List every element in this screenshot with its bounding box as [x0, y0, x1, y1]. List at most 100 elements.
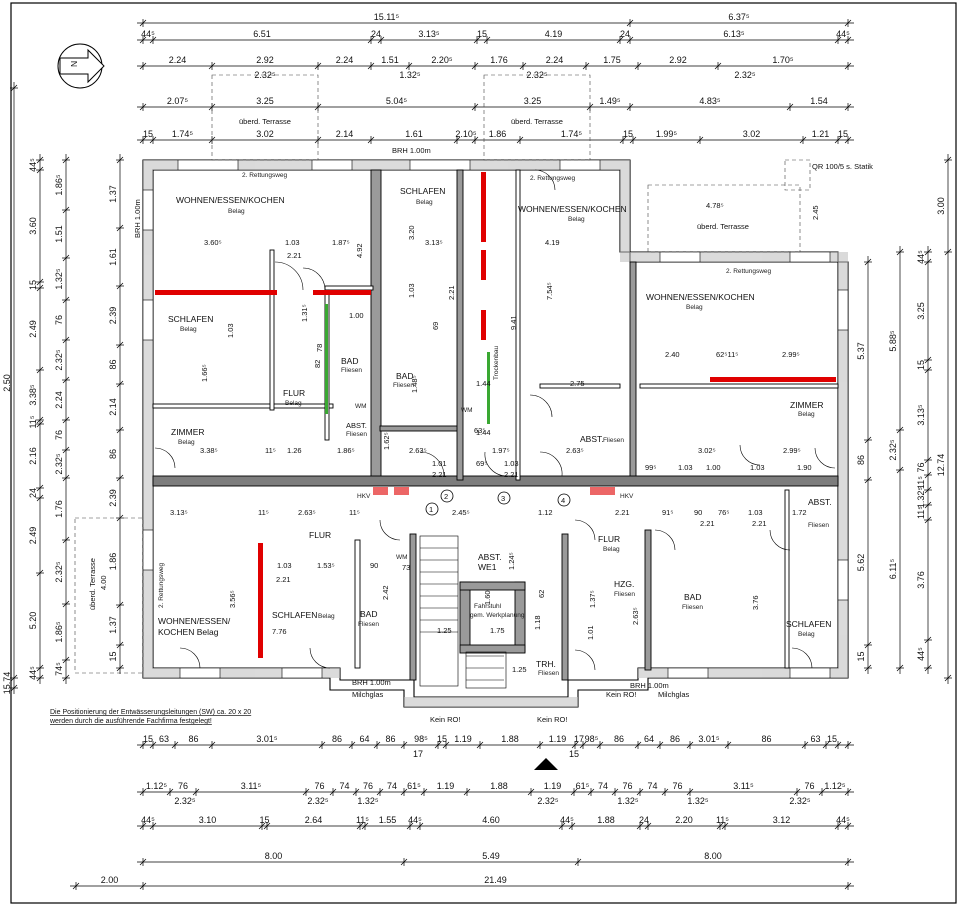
dim-top-r3-0: 2.24: [169, 55, 187, 65]
dim-bot-r2-10: 1.19: [544, 781, 562, 791]
idim-d20: 2.99⁵: [783, 446, 801, 455]
room-r7-sub: Belag: [285, 400, 302, 407]
room-r3-sub: Belag: [568, 216, 585, 223]
idim-b12: 82: [313, 360, 322, 368]
dim-right-inner-0: 5.88⁵: [888, 330, 898, 352]
dim-left-mid-6: 2.16: [28, 447, 38, 465]
dim-left-inner-5: 2.24: [54, 391, 64, 409]
dim-bot-r3-11: 2.20: [675, 815, 693, 825]
dim-top-r2-6: 24: [620, 29, 630, 39]
interior-walls: [152, 169, 839, 681]
dim-bot-r2-8: 1.19: [437, 781, 455, 791]
room-r23-name: TRH.: [536, 659, 556, 669]
dim-top-r4-0: 2.07⁵: [167, 96, 189, 106]
room-r8-sub: Belag: [178, 439, 195, 446]
room-r2-name: SCHLAFEN: [400, 186, 445, 196]
room-r22-sub: Belag: [798, 631, 815, 638]
room-r8-name: ZIMMER: [171, 427, 205, 437]
idim-f2: 2.21: [276, 575, 291, 584]
dim-bot-r2-12: 74: [598, 781, 608, 791]
room-r10-name: WOHNEN/ESSEN/KOCHEN: [646, 292, 755, 302]
dim-top-r3-9: 1.70⁵: [772, 55, 794, 65]
dim-bot-r3-7: 4.60: [482, 815, 500, 825]
rettungsweg-top: 2. Rettungsweg: [242, 172, 288, 179]
idim-d1: 11⁵: [265, 446, 276, 455]
room-r10-sub: Belag: [686, 304, 703, 311]
room-r11-sub: Belag: [798, 411, 815, 418]
idim-f14: 1.75: [490, 626, 505, 635]
terrasse-right-label: überd. Terrasse: [697, 222, 749, 231]
idim-e11: 2.21: [700, 519, 715, 528]
idim-f18: 3.56⁵: [228, 590, 237, 608]
dim-bot-r1-14: 86: [614, 734, 624, 744]
dim-top-r5-7: 1.74⁵: [561, 129, 583, 139]
dim-bot-r3-6: 44⁵: [408, 815, 422, 825]
dim-right-mid-8: 3.76: [916, 571, 926, 589]
room-r15-sub: KOCHEN Belag: [158, 627, 219, 637]
idim-c1: 1.48⁵: [410, 375, 419, 393]
dim-bot-r1-12: 17: [574, 734, 584, 744]
dim-top-r5-12: 15: [838, 129, 848, 139]
dim-bot-r1-17: 3.01⁵: [698, 734, 720, 744]
idim-f13: 62: [537, 590, 546, 598]
idim-d3: 1.86⁵: [337, 446, 355, 455]
dim-top-r1-1: 6.37⁵: [728, 12, 750, 22]
terrasse-right-height: 2.45: [811, 205, 820, 220]
dim-bot-r2b-1: 2.32⁵: [307, 796, 329, 806]
dim-right-outer-1: 12.74: [936, 454, 946, 477]
dim-left-mid-2: 15: [28, 280, 38, 290]
idim-b8: 2.21: [447, 285, 456, 300]
dim-top-r2-0: 44⁵: [141, 29, 155, 39]
dim-top-r3-2: 2.24: [336, 55, 354, 65]
room-r7-name: FLUR: [283, 388, 305, 398]
dim-bot-r1b-0: 17: [413, 749, 423, 759]
statik-label: QR 100/5 s. Statik: [812, 162, 873, 171]
dim-right-mid-5: 11⁵: [916, 476, 926, 489]
dim-bot-r2-16: 3.11⁵: [733, 781, 754, 791]
dim-bot-r2b-0: 2.32⁵: [174, 796, 196, 806]
dim-top-terrasse-0: überd. Terrasse: [239, 117, 291, 126]
dim-left-mid-10: 44⁵: [28, 666, 38, 680]
idim-b10: 1.31⁵: [300, 304, 309, 322]
hkv-label-2: HKV: [620, 493, 634, 500]
dim-top-r3b-0: 2.32⁵: [254, 70, 276, 80]
idim-d7: 1.01: [432, 459, 447, 468]
dim-bot-r1-2: 86: [188, 734, 198, 744]
dim-bot-r2-7: 61⁵: [407, 781, 421, 791]
dim-right-inner-1: 2.32⁵: [888, 439, 898, 461]
milchglas-right: Milchglas: [658, 690, 690, 699]
dim-bot-r2-1: 76: [178, 781, 188, 791]
room-r19-name: FLUR: [598, 534, 620, 544]
room-r18-name: ABST.: [478, 552, 502, 562]
axis-marker-triangle: [534, 758, 558, 770]
idim-c5: 2.40: [665, 350, 680, 359]
room-r1-name: WOHNEN/ESSEN/KOCHEN: [176, 195, 285, 205]
idim-a2: 1.87⁵: [332, 238, 350, 247]
idim-e8: 90: [694, 508, 702, 517]
dim-bot-r4-1: 5.49: [482, 851, 500, 861]
idim-f10: 3.76: [751, 595, 760, 610]
dim-top-r5-2: 3.02: [256, 129, 274, 139]
dim-bot-r2b-6: 2.32⁵: [789, 796, 811, 806]
dim-bot-r2b-4: 1.32⁵: [617, 796, 639, 806]
dim-bot-r3-4: 11⁵: [356, 815, 369, 825]
dim-left-inner-4: 2.32⁵: [54, 349, 64, 371]
terrasse-right-dim: 4.78⁵: [706, 201, 724, 210]
idim-f8: 1.01: [586, 625, 595, 640]
door-swings: [154, 169, 836, 671]
dim-left-mid-3: 2.49: [28, 320, 38, 338]
dim-right-mid-0: 44⁵: [916, 250, 926, 264]
dim-left-mid-8: 2.49: [28, 527, 38, 545]
idim-e0: 3.13⁵: [170, 508, 188, 517]
dim-bot-r4-0: 8.00: [265, 851, 283, 861]
dim-top-r4-6: 1.54: [810, 96, 828, 106]
idim-a3: 3.13⁵: [425, 238, 443, 247]
dim-left-inner-2: 1.32⁵: [54, 268, 64, 290]
dim-top-r3b-1: 1.32⁵: [399, 70, 421, 80]
idim-b9: 69: [431, 322, 440, 330]
dim-bot-r1-10: 1.88: [501, 734, 519, 744]
dim-left-inner-1: 1.51: [54, 225, 64, 243]
dim-bot-r1b-1: 15: [569, 749, 579, 759]
dim-top-r3-3: 1.51: [381, 55, 399, 65]
